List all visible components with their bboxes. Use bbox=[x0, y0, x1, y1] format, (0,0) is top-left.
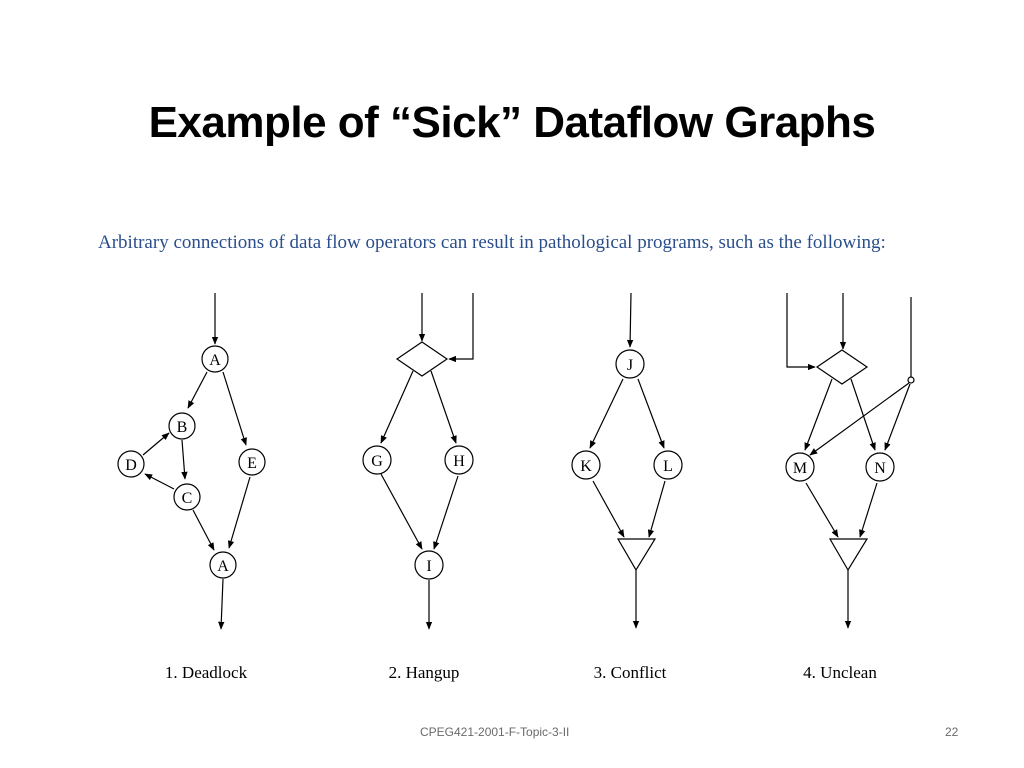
node-j: J bbox=[615, 349, 645, 379]
edge-k-to-merge bbox=[592, 480, 625, 538]
edge-g-to-i bbox=[380, 473, 423, 550]
node-label: I bbox=[426, 558, 431, 575]
edge-j-to-l bbox=[637, 378, 665, 449]
edge-left-input-to-switch bbox=[786, 293, 816, 371]
footer-course-label: CPEG421-2001-F-Topic-3-II bbox=[420, 725, 570, 739]
caption-hangup: 2. Hangup bbox=[388, 663, 460, 682]
edge-fork-to-m bbox=[809, 382, 910, 456]
diagram-unclean: M N bbox=[785, 293, 915, 629]
switch-diamond bbox=[395, 341, 449, 377]
node-n: N bbox=[865, 452, 895, 482]
footer-page-number: 22 bbox=[945, 725, 959, 739]
node-label: A bbox=[217, 558, 229, 575]
control-fork-dot bbox=[907, 376, 915, 384]
switch-diamond bbox=[815, 349, 869, 385]
node-label: D bbox=[125, 457, 137, 474]
merge-triangle bbox=[828, 538, 869, 572]
caption-conflict: 3. Conflict bbox=[593, 663, 667, 682]
node-d: D bbox=[117, 450, 145, 478]
diagram-deadlock: A B D E C A bbox=[117, 293, 266, 630]
edge-a-to-b bbox=[187, 371, 208, 409]
edge-e-to-a2 bbox=[227, 476, 251, 549]
slide-title: Example of “Sick” Dataflow Graphs bbox=[148, 98, 876, 147]
edge-l-to-merge bbox=[647, 480, 666, 538]
edge-switch-to-h bbox=[430, 370, 457, 444]
node-m: M bbox=[785, 452, 815, 482]
node-label: E bbox=[247, 455, 257, 472]
edge-h-to-i bbox=[433, 475, 459, 550]
edge-switch-to-n bbox=[850, 378, 876, 451]
node-h: H bbox=[444, 445, 474, 475]
node-label: M bbox=[793, 460, 807, 477]
node-b: B bbox=[168, 412, 196, 440]
edge-j-to-k bbox=[589, 378, 624, 449]
edge-input-to-j bbox=[626, 292, 634, 348]
node-label: N bbox=[874, 460, 886, 477]
caption-deadlock: 1. Deadlock bbox=[164, 663, 248, 682]
slide-intro-text: Arbitrary connections of data flow opera… bbox=[98, 232, 886, 253]
edge-c-to-a2 bbox=[192, 509, 215, 551]
node-label: B bbox=[177, 419, 188, 436]
edge-switch-to-m bbox=[804, 378, 833, 451]
diagram-conflict: J K L bbox=[571, 292, 683, 629]
node-label: C bbox=[182, 490, 193, 507]
node-i: I bbox=[414, 550, 444, 580]
edge-n-to-merge bbox=[859, 482, 878, 538]
edge-a2-to-output bbox=[218, 578, 225, 630]
edge-m-to-merge bbox=[805, 482, 839, 538]
node-label: L bbox=[663, 458, 673, 475]
edge-switch-to-g bbox=[380, 370, 414, 444]
node-e: E bbox=[238, 448, 266, 476]
edge-control-to-switch bbox=[448, 293, 474, 363]
node-k: K bbox=[571, 450, 601, 480]
caption-unclean: 4. Unclean bbox=[803, 663, 877, 682]
node-g: G bbox=[362, 445, 392, 475]
edge-fork-to-n bbox=[884, 383, 911, 451]
node-a-top: A bbox=[201, 345, 229, 373]
edge-b-to-c bbox=[181, 439, 188, 480]
node-label: H bbox=[453, 453, 465, 470]
edge-d-to-b bbox=[142, 432, 170, 456]
node-c: C bbox=[173, 483, 201, 511]
edge-c-to-d bbox=[144, 473, 175, 490]
node-label: G bbox=[371, 453, 383, 470]
node-label: K bbox=[580, 458, 592, 475]
diagram-hangup: G H I bbox=[362, 293, 474, 630]
node-label: A bbox=[209, 352, 221, 369]
node-l: L bbox=[653, 450, 683, 480]
node-a-bottom: A bbox=[209, 551, 237, 579]
merge-triangle bbox=[616, 538, 657, 572]
edge-a-to-e bbox=[222, 371, 247, 446]
node-label: J bbox=[627, 357, 633, 374]
